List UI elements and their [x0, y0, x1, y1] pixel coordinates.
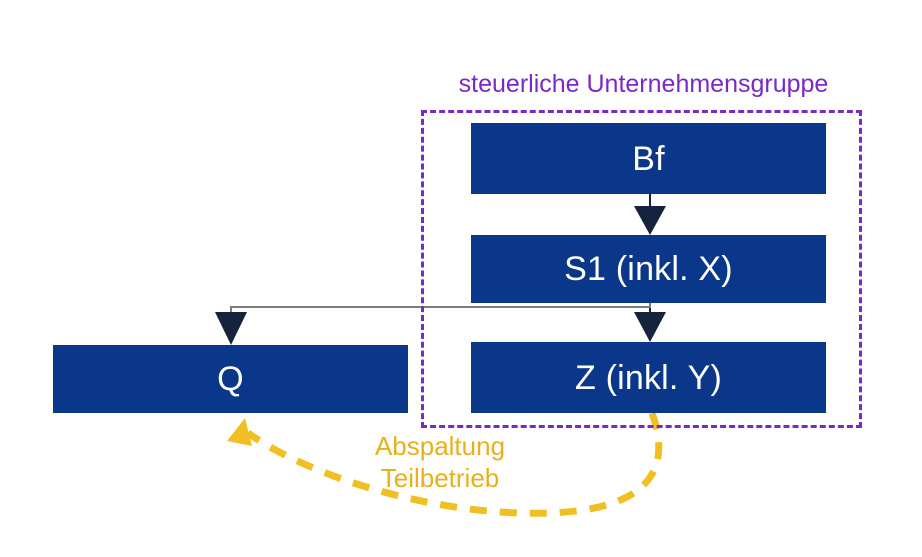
edge-z-to-q-spinoff: [227, 411, 663, 517]
spinoff-annotation: Abspaltung Teilbetrieb: [330, 430, 550, 494]
node-s1[interactable]: S1 (inkl. X): [471, 235, 826, 303]
node-s1-label: S1 (inkl. X): [564, 250, 733, 288]
edge-bf-to-s1: [634, 194, 666, 235]
spinoff-annotation-line1: Abspaltung: [374, 431, 506, 461]
tax-group-title: steuerliche Unternehmensgruppe: [458, 70, 829, 98]
node-bf-label: Bf: [632, 139, 665, 178]
edge-s1-to-q: [215, 303, 651, 345]
node-q[interactable]: Q: [53, 345, 408, 413]
tax-group-frame: [421, 110, 862, 428]
node-bf[interactable]: Bf: [471, 123, 826, 194]
node-z-label: Z (inkl. Y): [574, 358, 723, 397]
node-z[interactable]: Z (inkl. Y): [471, 342, 826, 413]
spinoff-annotation-line2: Teilbetrieb: [380, 463, 500, 493]
node-q-label: Q: [217, 360, 244, 398]
